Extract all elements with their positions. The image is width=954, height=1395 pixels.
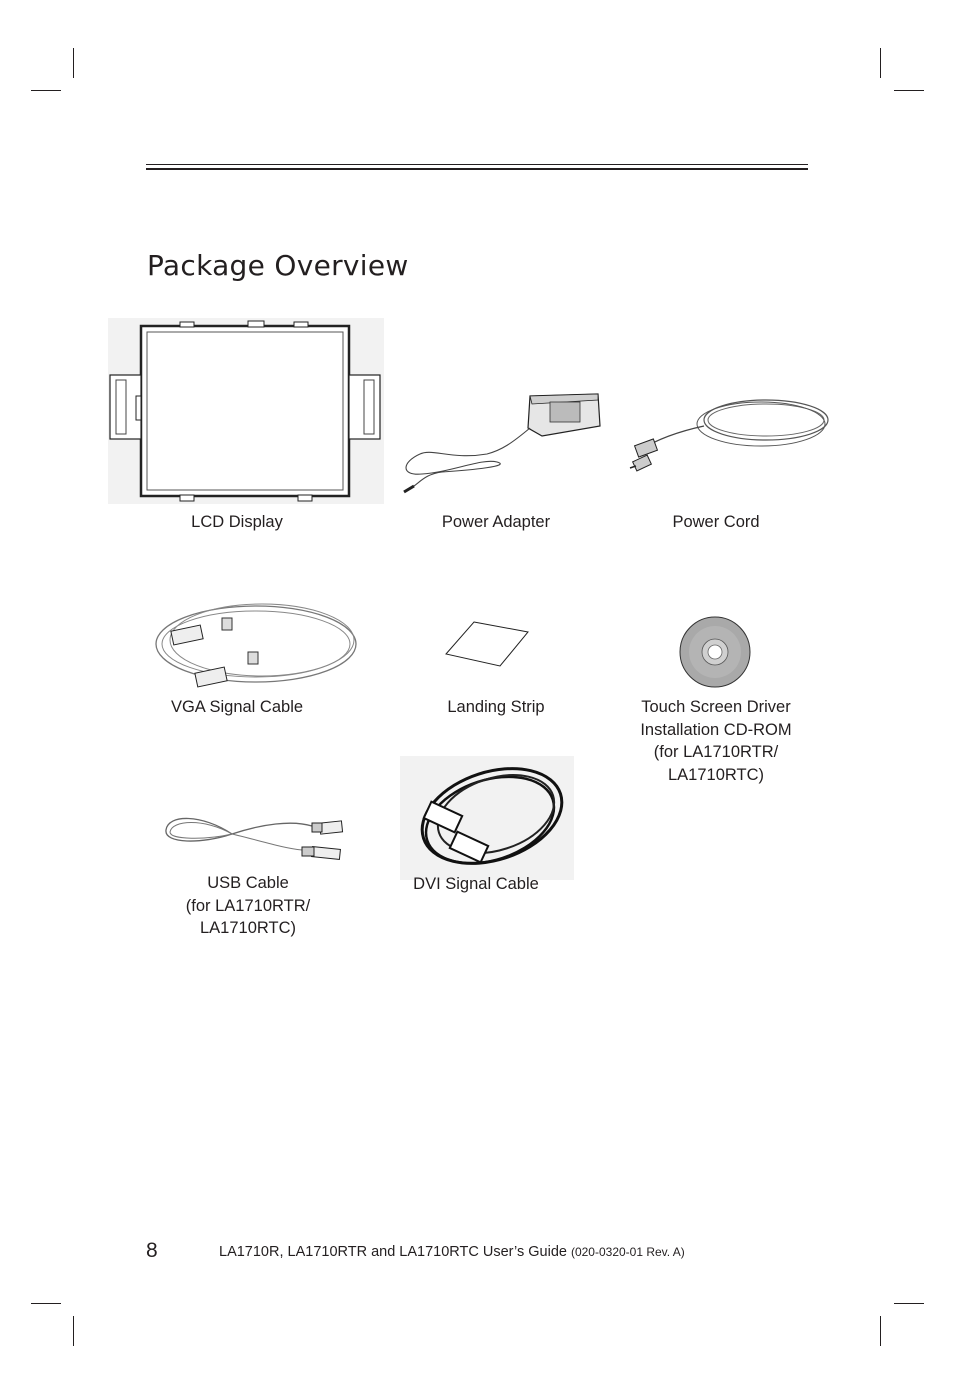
usb-cable-illustration (165, 817, 344, 860)
footer-title: LA1710R, LA1710RTR and LA1710RTC User’s … (219, 1244, 685, 1260)
power-cord-caption: Power Cord (672, 513, 760, 531)
crop-mark-top-right-v (880, 48, 881, 78)
crop-mark-bottom-left-v (73, 1316, 74, 1346)
footer-document-code: (020-0320-01 Rev. A) (570, 1245, 685, 1259)
power-cord-illustration (629, 399, 829, 472)
header-rule-thick (146, 168, 808, 170)
crop-mark-top-left-v (73, 48, 74, 78)
page-number: 8 (146, 1239, 158, 1262)
crop-mark-bottom-right-v (880, 1316, 881, 1346)
usb-cable-caption-line-1: USB Cable (207, 874, 289, 892)
cd-rom-caption-line-1: Touch Screen Driver (641, 698, 791, 716)
lcd-display-illustration (108, 318, 384, 504)
landing-strip-illustration (445, 621, 529, 667)
power-adapter-illustration (403, 393, 601, 494)
power-adapter-caption: Power Adapter (441, 513, 551, 531)
footer-guide-title: LA1710R, LA1710RTR and LA1710RTC User’s … (219, 1244, 567, 1260)
header-rule-thin (146, 164, 808, 165)
usb-cable-caption-line-3: LA1710RTC) (200, 919, 296, 937)
dvi-cable-illustration (400, 756, 574, 880)
crop-mark-top-right-h (894, 90, 924, 91)
crop-mark-bottom-left-h (31, 1303, 61, 1304)
cd-rom-illustration (679, 616, 751, 688)
cd-rom-caption-line-3: (for LA1710RTR/ (653, 743, 779, 761)
lcd-display-caption: LCD Display (191, 513, 283, 531)
usb-cable-caption-line-2: (for LA1710RTR/ (185, 896, 311, 915)
landing-strip-caption: Landing Strip (447, 698, 545, 716)
cd-rom-caption-line-2: Installation CD-ROM (640, 720, 792, 739)
dvi-cable-caption: DVI Signal Cable (413, 875, 539, 893)
cd-rom-caption: Touch Screen Driver Installation CD-ROM … (596, 696, 836, 786)
crop-mark-bottom-right-h (894, 1303, 924, 1304)
vga-cable-illustration (155, 603, 357, 688)
crop-mark-top-left-h (31, 90, 61, 91)
cd-rom-caption-line-4: LA1710RTC) (668, 765, 764, 784)
usb-cable-caption: USB Cable (for LA1710RTR/ LA1710RTC) (148, 872, 348, 940)
page-title: Package Overview (147, 248, 409, 282)
vga-cable-caption: VGA Signal Cable (170, 698, 304, 716)
